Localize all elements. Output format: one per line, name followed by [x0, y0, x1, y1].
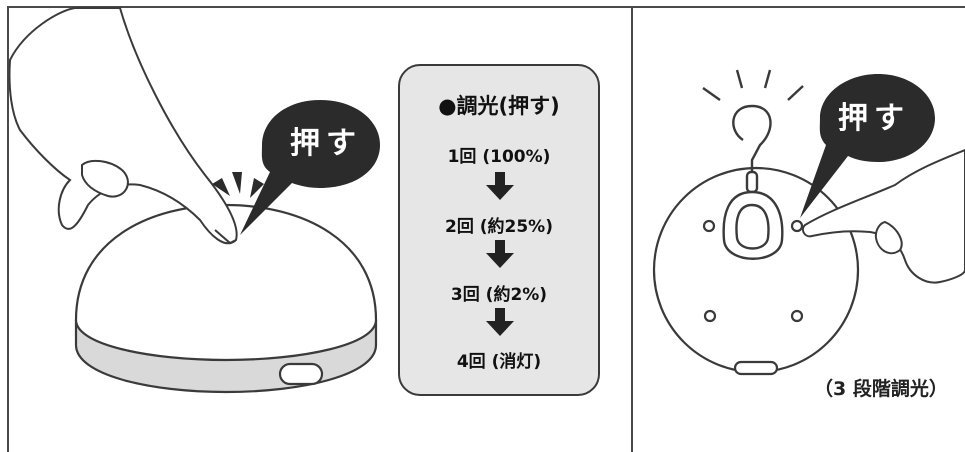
down-arrow-icon	[486, 240, 514, 268]
pressing-hand	[8, 7, 238, 245]
press-marks	[212, 172, 264, 198]
dimming-caption: （3 段階調光）	[814, 378, 948, 400]
down-arrow-icon	[486, 172, 514, 200]
bubble-left	[240, 100, 380, 235]
step-3: 3回 (約2%)	[450, 285, 548, 305]
instructions-title: ●調光(押す)	[438, 94, 560, 118]
sparkle-marks	[702, 69, 804, 101]
right-panel	[631, 6, 965, 452]
dimming-instructions-box: ●調光(押す) 1回 (100%) 2回 (約25%) 3回 (約2%) 4回 …	[398, 64, 600, 396]
right-hand	[802, 148, 965, 284]
step-4: 4回 (消灯)	[456, 352, 542, 372]
dome-lamp	[74, 203, 378, 394]
bubble-right	[800, 74, 935, 218]
down-arrow-icon	[486, 308, 514, 336]
bubble-right-label: 押す	[838, 101, 910, 136]
step-1: 1回 (100%)	[447, 147, 551, 167]
step-2: 2回 (約25%)	[445, 217, 553, 237]
hanging-hook	[722, 104, 784, 260]
bubble-left-label: 押す	[290, 126, 362, 161]
round-lamp	[652, 166, 860, 376]
